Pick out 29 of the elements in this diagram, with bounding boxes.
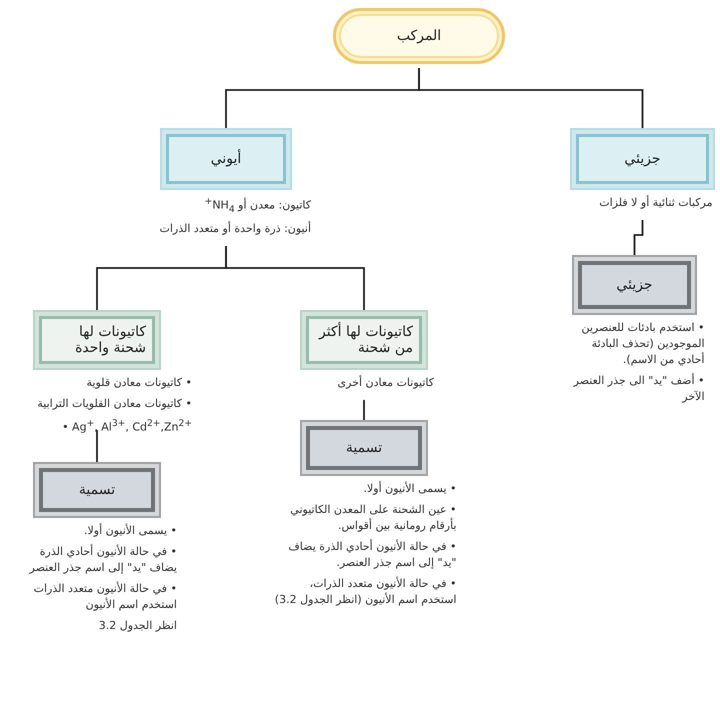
subcategory-box: كاتيونات لها شحنة واحدة: [33, 310, 161, 370]
connector-line: [634, 220, 644, 255]
connector-line: [96, 429, 98, 462]
note-text: • في حالة الأنيون أحادي الذرة يضاف "يد" إلى اسم جذر العنصر.: [287, 538, 456, 571]
note-text: انظر الجدول 3.2: [98, 618, 177, 634]
connector-line: [225, 246, 365, 310]
naming-box: جزيئي: [572, 255, 697, 315]
note-text: • Ag$^{+}$, Al$^{3+}$, Cd$^{2+}$,Zn$^{2+}$: [61, 416, 192, 436]
note-text: • عين الشحنة على المعدن الكاتيوني بأرقام رومانية بين أقواس.: [289, 502, 456, 534]
naming-box: تسمية: [300, 420, 428, 476]
note-text: • يسمى الأنيون أولا.: [83, 523, 177, 539]
note-text: • في حالة الأنيون متعدد الذرات، استخدم اسم الأنيون (انظر الجدول 3.2): [274, 576, 456, 608]
note-text: • في حالة الأنيون أحادي الذرة يضاف "يد" إلى اسم جذر العنصر: [28, 544, 177, 576]
note-text: • استخدم بادئات للعنصرين الموجودين (تحذف البادئة أحادي من الاسم).: [580, 320, 704, 368]
category-box: جزيئي: [570, 128, 715, 190]
note-text: • يسمى الأنيون أولا.: [362, 481, 456, 497]
note-text: • كاتيونات معادن قلوية: [86, 375, 192, 391]
naming-box: تسمية: [33, 462, 161, 518]
note-text: • كاتيونات معادن القلويات الترابية: [36, 396, 192, 412]
subcategory-box: كاتيونات لها أكثر من شحنة: [300, 310, 428, 370]
note-text: • في حالة الأنيون متعدد الذرات استخدم اسم الأنيون: [32, 580, 177, 613]
connector-line: [363, 399, 365, 420]
note-text: كاتيونات معادن أخرى: [336, 375, 434, 391]
note-text: أنيون: ذرة واحدة أو متعدد الذرات: [158, 221, 311, 238]
connector-line: [418, 68, 644, 128]
note-text: • أضف "يد" الى جذر العنصر الآخر: [572, 372, 704, 405]
note-text: مركبات ثنائية أو لا فلزات: [598, 195, 712, 211]
category-box: أيوني: [160, 128, 292, 190]
title-pill: المركب: [333, 8, 505, 64]
